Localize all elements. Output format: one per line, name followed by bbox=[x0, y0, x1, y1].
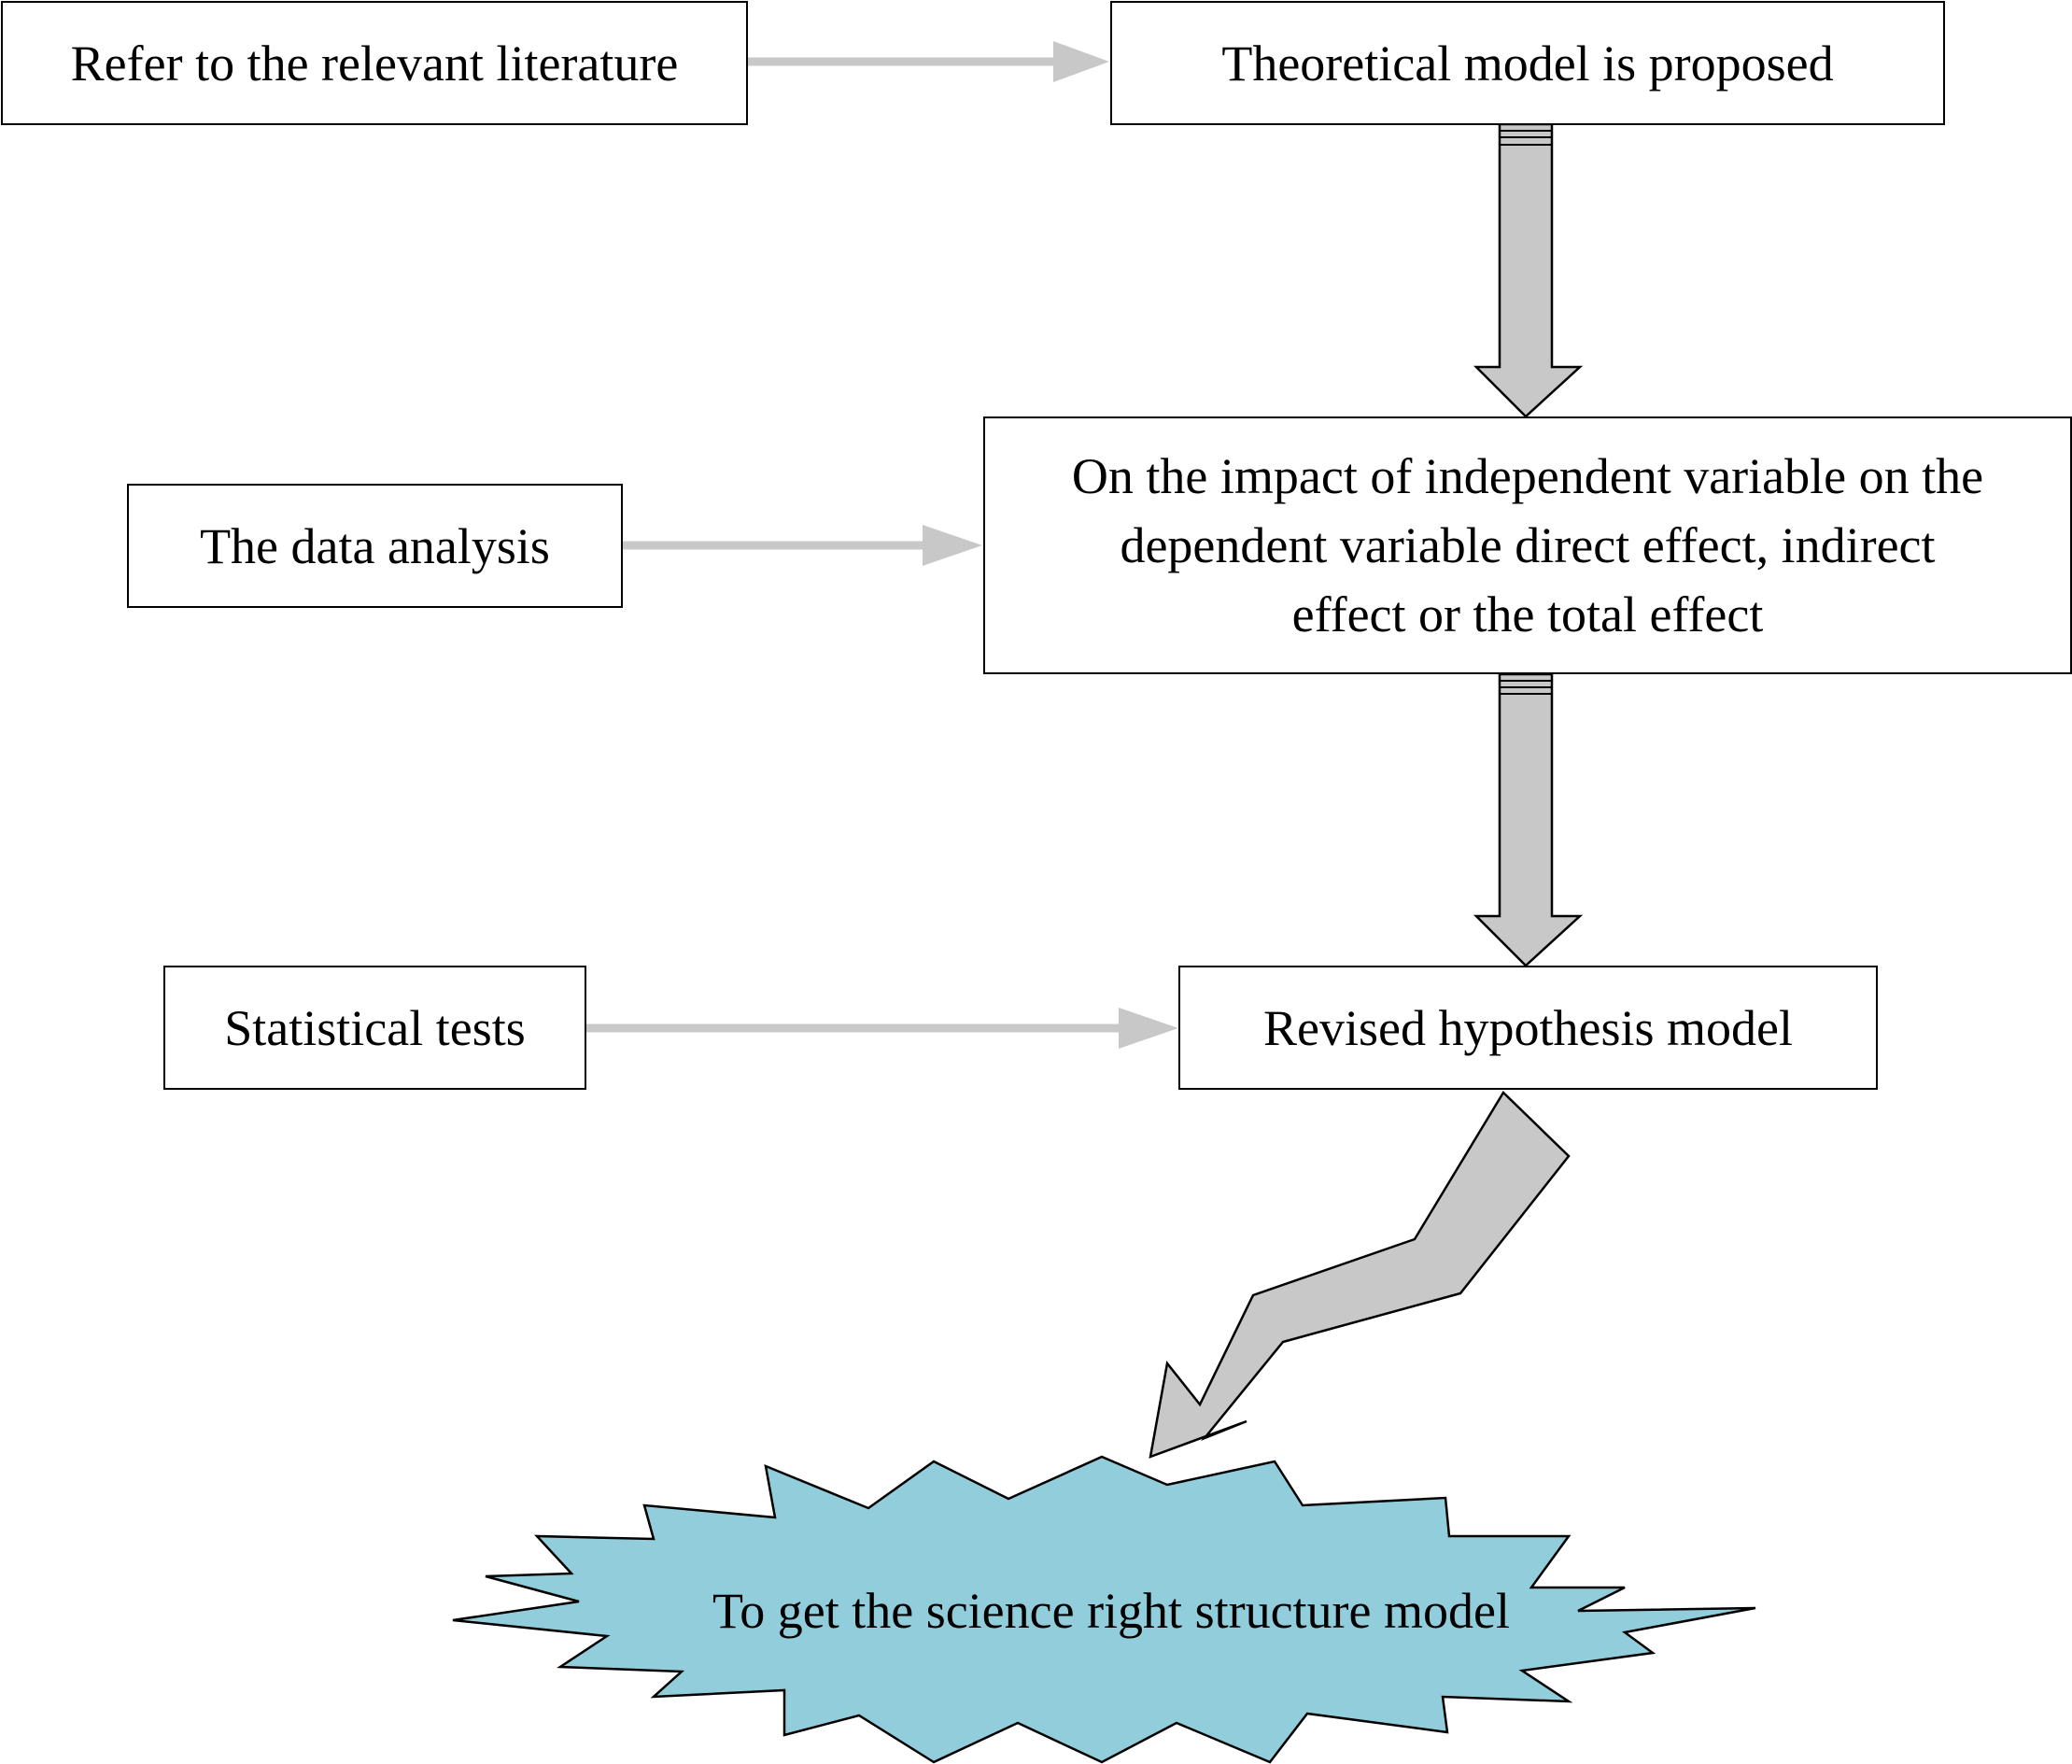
node-revised-label: Revised hypothesis model bbox=[1263, 999, 1793, 1056]
node-statistical-label: Statistical tests bbox=[224, 999, 526, 1056]
node-statistical-tests: Statistical tests bbox=[163, 966, 586, 1090]
starburst-result-shape bbox=[452, 1455, 1756, 1764]
node-theoretical-model: Theoretical model is proposed bbox=[1110, 1, 1945, 125]
block-arrow-theoretical-to-impact bbox=[1473, 122, 1584, 418]
zigzag-arrow-revised-to-result bbox=[1149, 1091, 1571, 1459]
block-arrow-impact-to-revised bbox=[1473, 672, 1584, 967]
node-impact-line-1: On the impact of independent variable on… bbox=[1071, 448, 1984, 504]
node-literature-label: Refer to the relevant literature bbox=[70, 35, 679, 92]
node-literature: Refer to the relevant literature bbox=[1, 1, 748, 125]
node-revised-hypothesis: Revised hypothesis model bbox=[1178, 966, 1878, 1090]
arrow-data-analysis-to-impact bbox=[620, 525, 982, 566]
node-result-label: To get the science right structure model bbox=[712, 1583, 1510, 1639]
node-impact-line-3: effect or the total effect bbox=[1291, 586, 1764, 642]
arrow-literature-to-theoretical bbox=[747, 41, 1109, 82]
node-data-analysis-label: The data analysis bbox=[200, 517, 550, 574]
node-impact-effects: On the impact of independent variable on… bbox=[983, 416, 2072, 674]
node-impact-line-2: dependent variable direct effect, indire… bbox=[1120, 517, 1936, 573]
arrow-statistical-to-revised bbox=[584, 1008, 1178, 1049]
node-data-analysis: The data analysis bbox=[127, 484, 623, 608]
node-theoretical-label: Theoretical model is proposed bbox=[1221, 35, 1834, 92]
